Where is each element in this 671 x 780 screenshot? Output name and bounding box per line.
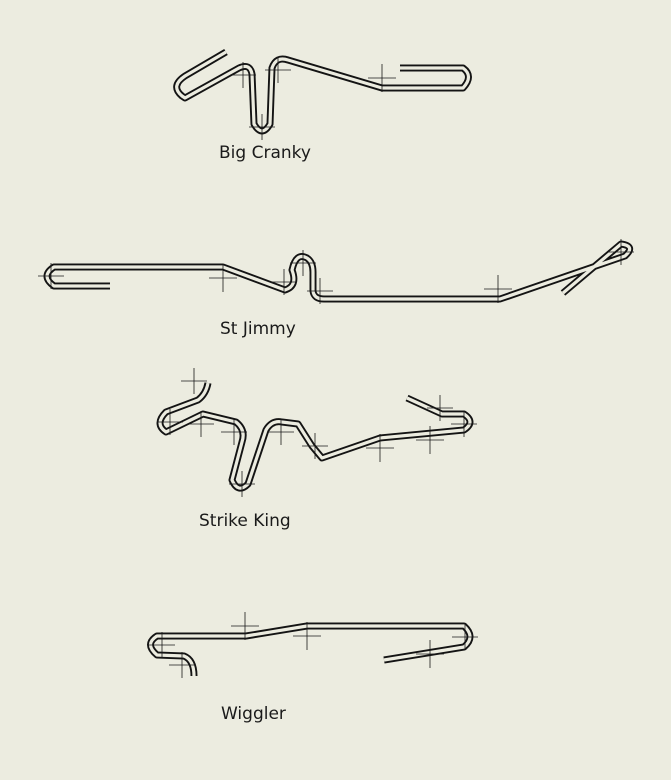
shape-label-big-cranky: Big Cranky bbox=[219, 143, 311, 163]
wire-shape-st-jimmy bbox=[43, 240, 634, 303]
centerline-marks-strike-king bbox=[157, 368, 477, 497]
shape-label-st-jimmy: St Jimmy bbox=[220, 319, 296, 339]
shape-label-wiggler: Wiggler bbox=[221, 704, 286, 724]
shape-label-strike-king: Strike King bbox=[199, 511, 291, 531]
wire-shape-wiggler bbox=[147, 622, 474, 677]
centerline-marks-st-jimmy bbox=[38, 239, 634, 304]
centerline-marks-big-cranky bbox=[230, 57, 396, 140]
centerline-marks-wiggler bbox=[149, 612, 478, 678]
wire-shape-big-cranky bbox=[173, 48, 472, 135]
